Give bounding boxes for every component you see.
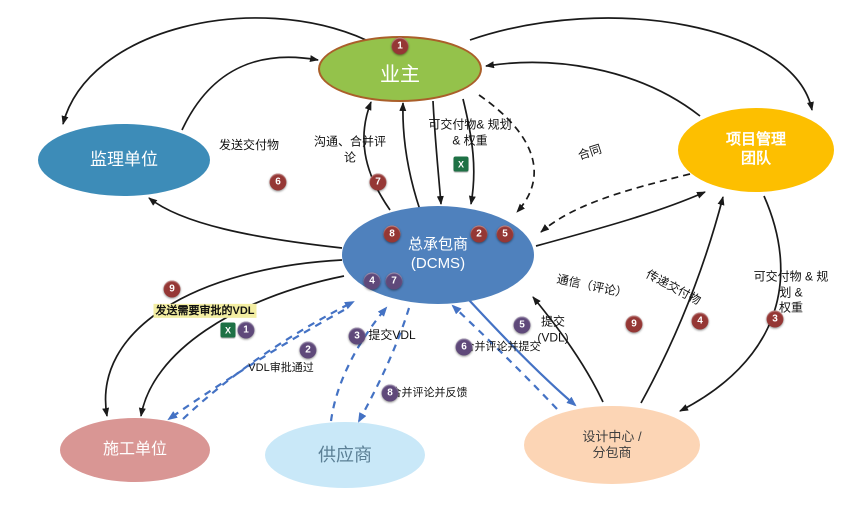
arrow-design-to-pm-transfer: [640, 196, 725, 404]
arrow-contractor-to-construction-a: [102, 259, 343, 417]
node-supervision-unit: 监理单位: [38, 124, 210, 196]
badge-submit-vdl-right-5: 5: [513, 316, 531, 334]
label-deliverables-plan-weight-right: 可交付物 & 规划 & 权重: [753, 269, 829, 315]
arrow-contractor-to-design-submit-vdl: [468, 299, 577, 407]
badge-left-9: 9: [163, 280, 181, 298]
label-merge-comments-submit: 合并评论并提交: [463, 340, 541, 353]
arrow-design-to-contractor-merge-submit: [451, 304, 558, 410]
arrow-supervisor-to-owner: [181, 55, 319, 131]
node-construction-unit-label: 施工单位: [102, 441, 167, 458]
arrow-contractor-to-construction-b: [138, 275, 345, 417]
badge-merge-feedback-8: 8: [381, 384, 399, 402]
arrow-design-to-contractor-communication: [532, 296, 604, 403]
arrow-pm-to-owner: [485, 61, 701, 117]
node-pm-team: 项目管理 团队: [678, 108, 834, 192]
arrow-contractor-to-owner-comm: [399, 102, 421, 211]
arrow-owner-to-contractor-dashed: [478, 94, 535, 213]
badge-owner-1: 1: [391, 37, 409, 55]
badge-contractor-4: 4: [363, 272, 381, 290]
badge-submit-vdl-3: 3: [348, 327, 366, 345]
badge-communication-9: 9: [625, 315, 643, 333]
arrow-owner-to-supervisor: [61, 17, 367, 125]
node-supplier: 供应商: [265, 422, 425, 488]
node-construction-unit: 施工单位: [60, 418, 210, 482]
excel-icon: X: [453, 156, 469, 172]
excel-icon-glyph: X: [457, 159, 464, 169]
arrow-contractor-to-supervisor: [148, 197, 343, 249]
label-submit-vdl: 提交VDL: [368, 328, 416, 343]
arrow-contractor-to-owner-send: [363, 101, 391, 211]
arrow-contractor-to-pm: [535, 191, 706, 247]
excel-icon: X: [220, 322, 236, 338]
badge-communicate-merge-7: 7: [369, 173, 387, 191]
badge-contractor-8: 8: [383, 225, 401, 243]
node-supervision-unit-label: 监理单位: [90, 150, 158, 170]
node-design-center-label: 设计中心 / 分包商: [582, 428, 642, 460]
label-deliverables-plan-weight-top: 可交付物& 规划 & 权重: [428, 117, 512, 147]
node-owner-label: 业主: [380, 63, 420, 86]
badge-deliverables-right-3: 3: [766, 310, 784, 328]
label-communicate-merge: 沟通、合并评 论: [313, 134, 387, 164]
badge-transfer-4: 4: [691, 312, 709, 330]
label-merge-comments-feedback: 合并评论并反馈: [390, 386, 468, 399]
node-pm-team-label: 项目管理 团队: [725, 131, 786, 167]
node-general-contractor-label: 总承包商 (DCMS): [407, 236, 468, 272]
badge-send-vdl-1: 1: [237, 321, 255, 339]
arrow-owner-to-pm: [469, 17, 814, 111]
arrow-pm-to-contractor-contract: [540, 173, 691, 233]
node-supplier-label: 供应商: [318, 444, 372, 465]
badge-contractor-7: 7: [385, 272, 403, 290]
badge-vdl-approved-2: 2: [299, 341, 317, 359]
arrow-construction-to-contractor-vdl: [182, 301, 355, 420]
node-design-center: 设计中心 / 分包商: [524, 406, 700, 484]
label-send-vdl-for-approval: 发送需要审批的VDL: [153, 303, 257, 319]
arrow-owner-to-contractor-deliv: [462, 98, 476, 205]
arrow-contractor-to-construction-vdl-approved: [167, 309, 345, 421]
label-vdl-approved: VDL审批通过: [248, 361, 314, 374]
arrow-owner-to-contractor-comm: [432, 100, 444, 205]
badge-contractor-2: 2: [470, 225, 488, 243]
label-submit-vdl-right: 提交 (VDL): [537, 314, 569, 344]
badge-send-deliverables-6: 6: [269, 173, 287, 191]
arrow-contractor-to-supplier-feedback: [358, 307, 411, 423]
arrow-supplier-to-contractor-submit-vdl: [329, 306, 388, 422]
label-send-deliverables: 发送交付物: [218, 138, 280, 153]
badge-contractor-5: 5: [496, 225, 514, 243]
excel-icon-glyph: X: [224, 325, 231, 335]
badge-merge-submit-6: 6: [455, 338, 473, 356]
